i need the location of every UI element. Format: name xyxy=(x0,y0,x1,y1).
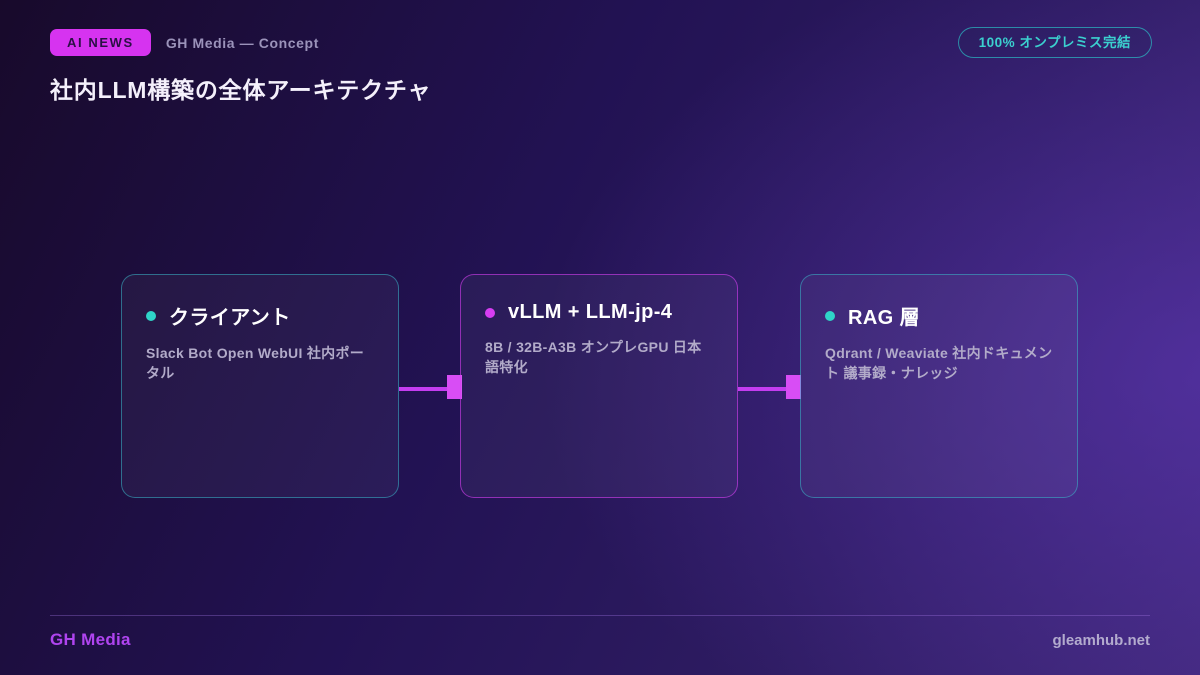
brand-label: GH Media — Concept xyxy=(165,34,319,51)
ai-news-badge: AI NEWS xyxy=(50,29,151,56)
card-description: Slack Bot Open WebUI 社内ポータル xyxy=(146,345,365,382)
card-title: vLLM + LLM-jp-4 xyxy=(508,301,673,323)
card-title-row: vLLM + LLM-jp-4 xyxy=(485,301,713,324)
header-row: AI NEWS GH Media — Concept 100% オンプレミス完結 xyxy=(50,26,1152,59)
card-title-row: RAG 層 xyxy=(825,301,1053,330)
card-client: クライアント Slack Bot Open WebUI 社内ポータル xyxy=(121,274,399,498)
bullet-dot-icon xyxy=(146,310,156,321)
card-rag: RAG 層 Qdrant / Weaviate 社内ドキュメント 議事録・ナレッ… xyxy=(800,274,1078,498)
card-title: クライアント xyxy=(169,307,291,329)
bullet-dot-icon xyxy=(485,307,495,318)
connector-node xyxy=(447,375,462,399)
footer-site-url: gleamhub.net xyxy=(1052,632,1150,649)
connector-line xyxy=(399,387,447,391)
connector-line xyxy=(738,387,786,391)
card-description: Qdrant / Weaviate 社内ドキュメント 議事録・ナレッジ xyxy=(825,345,1053,382)
onprem-pill-badge: 100% オンプレミス完結 xyxy=(957,26,1152,59)
connector-node xyxy=(786,375,801,399)
footer-divider xyxy=(50,615,1150,616)
card-title-row: クライアント xyxy=(146,301,374,330)
card-vllm: vLLM + LLM-jp-4 8B / 32B-A3B オンプレGPU 日本語… xyxy=(460,274,738,498)
bullet-dot-icon xyxy=(825,310,835,321)
card-title: RAG 層 xyxy=(848,307,920,329)
card-description: 8B / 32B-A3B オンプレGPU 日本語特化 xyxy=(485,339,702,376)
page-title: 社内LLM構築の全体アーキテクチャ xyxy=(50,77,432,103)
footer-brand: GH Media xyxy=(50,630,131,649)
